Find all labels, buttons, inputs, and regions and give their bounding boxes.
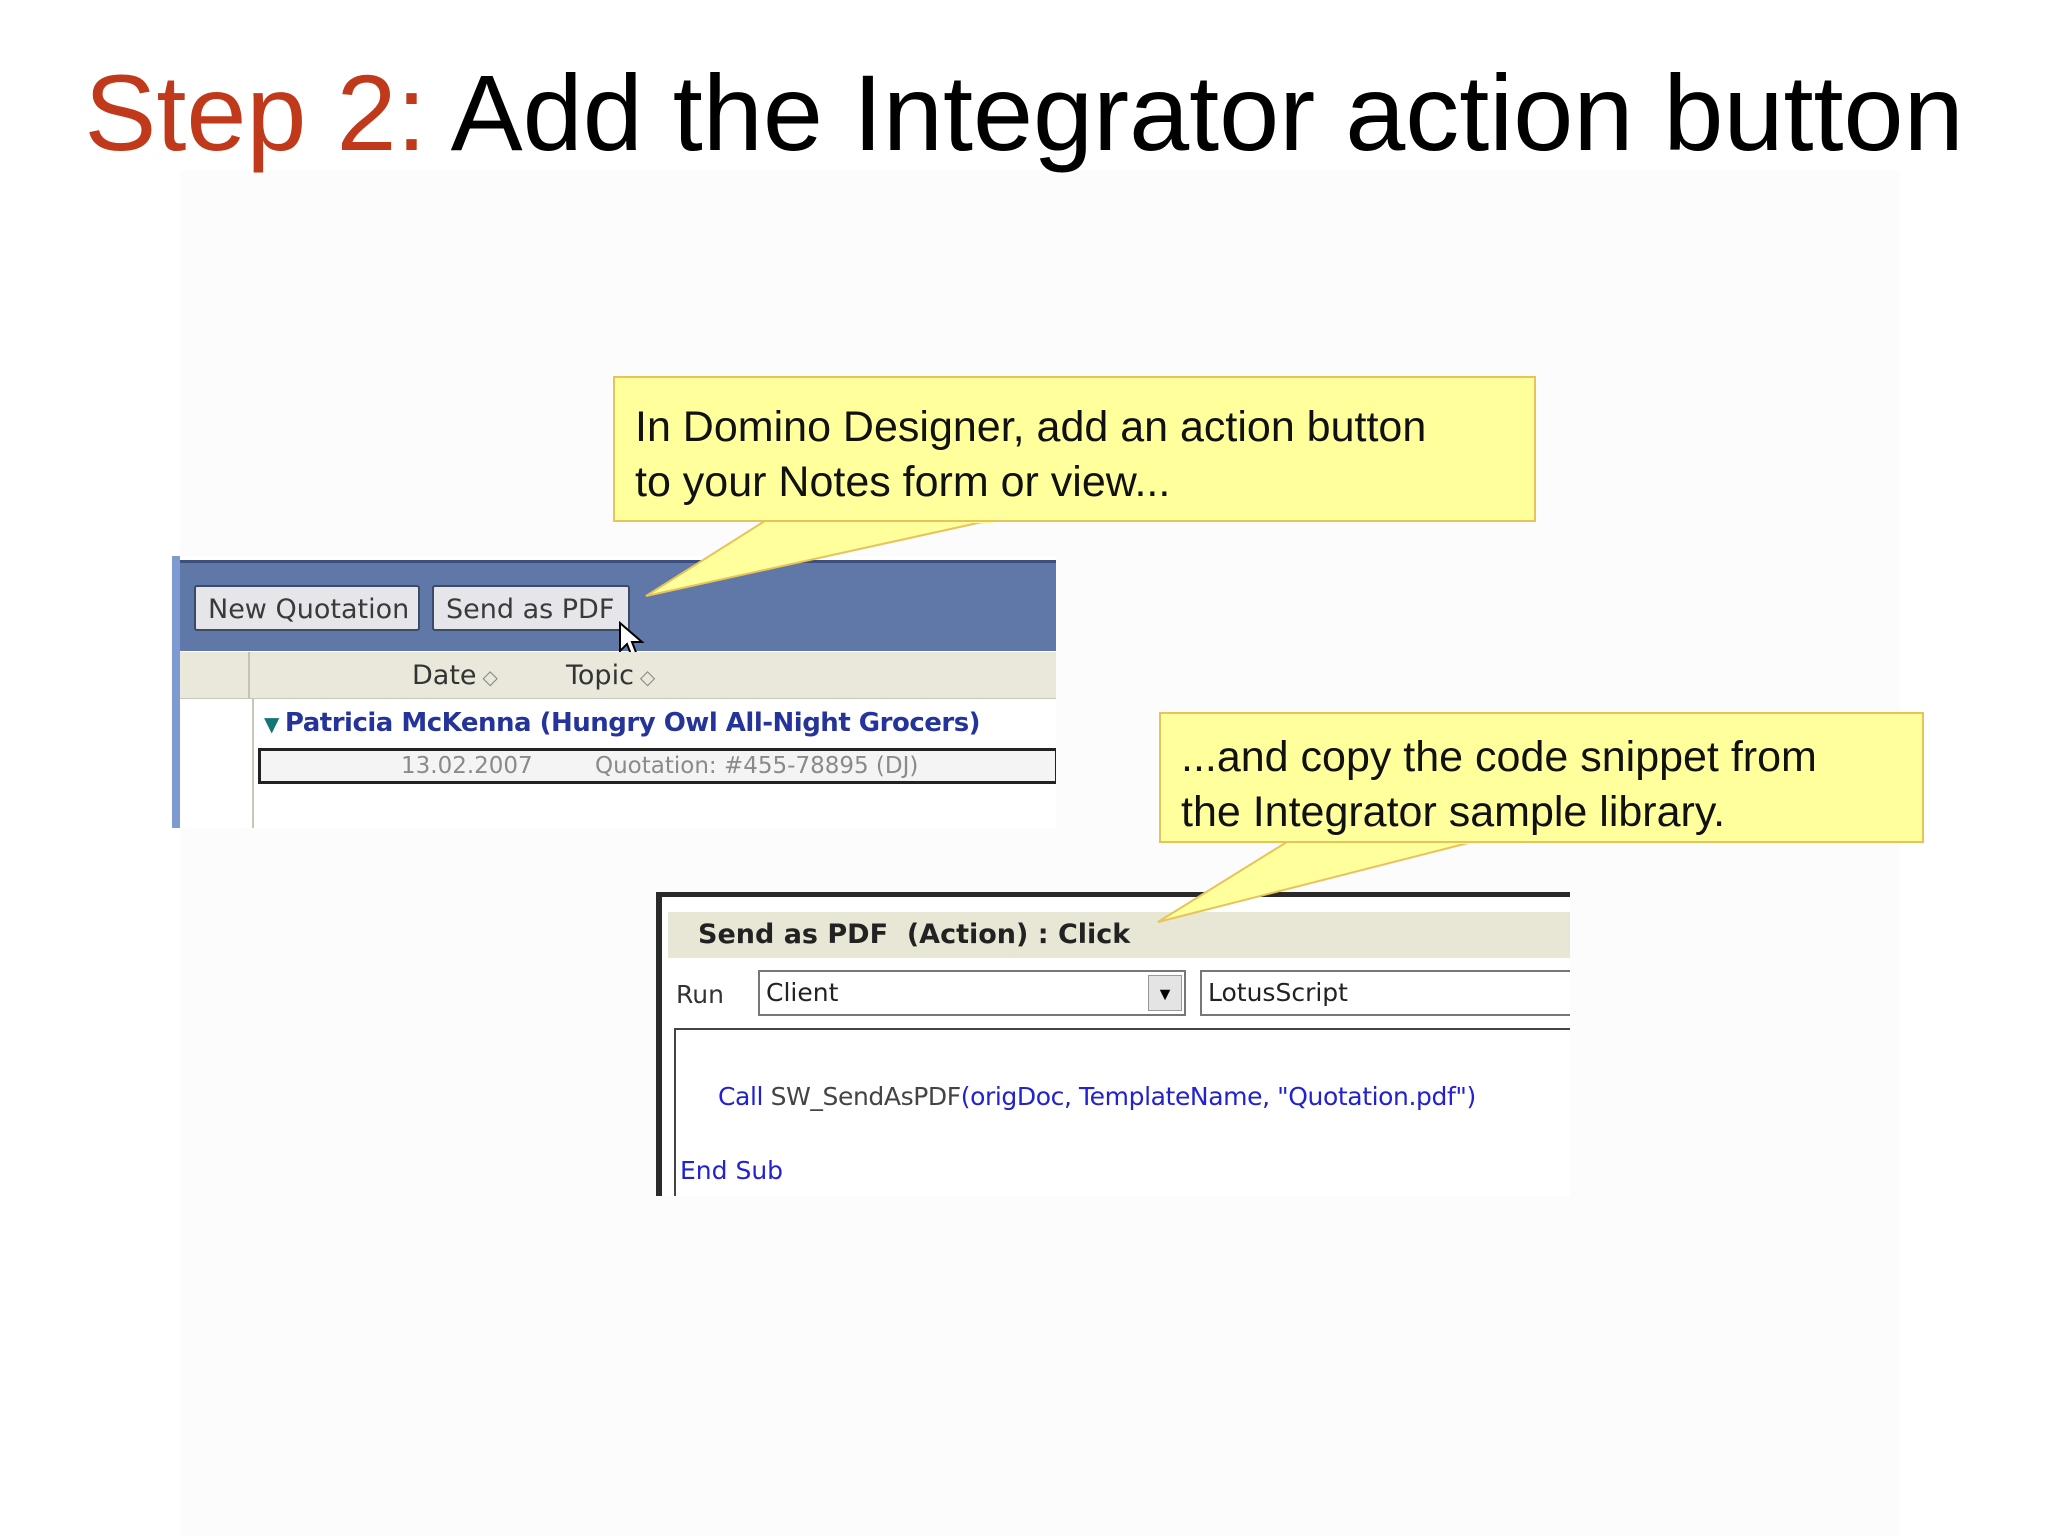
column-date-label: Date	[412, 660, 477, 691]
run-select[interactable]: Client ▼	[758, 970, 1186, 1016]
category-row[interactable]: ▼Patricia McKenna (Hungry Owl All-Night …	[264, 708, 981, 738]
sort-icon: ◇	[639, 665, 656, 689]
column-header-topic[interactable]: Topic◇	[566, 660, 655, 691]
dropdown-arrow-icon[interactable]: ▼	[1148, 975, 1182, 1011]
category-label: Patricia McKenna (Hungry Owl All-Night G…	[284, 708, 981, 738]
document-row[interactable]: 13.02.2007 Quotation: #455-78895 (DJ)	[258, 748, 1056, 784]
callout-copy-snippet: ...and copy the code snippet from the In…	[1159, 712, 1924, 843]
run-label: Run	[676, 980, 724, 1009]
margin-line	[252, 698, 254, 828]
callout-2-line2: the Integrator sample library.	[1181, 788, 1726, 836]
view-column-header: Date◇ Topic◇	[180, 652, 1056, 699]
language-select[interactable]: LotusScript	[1200, 970, 1570, 1016]
header-separator	[248, 652, 250, 698]
action-bar: New Quotation Send as PDF	[180, 560, 1056, 659]
slide-background	[180, 170, 1900, 1536]
callout-2-line1: ...and copy the code snippet from	[1181, 733, 1817, 781]
title-text: Add the Integrator action button	[450, 52, 1964, 173]
frame-left-border	[656, 892, 662, 1196]
column-header-date[interactable]: Date◇	[412, 660, 498, 691]
code-function-args: (origDoc, TemplateName, "Quotation.pdf")	[960, 1082, 1477, 1111]
code-keyword-call: Call	[718, 1082, 764, 1111]
run-select-value: Client	[766, 978, 839, 1007]
callout-1-line1: In Domino Designer, add an action button	[635, 403, 1427, 451]
callout-1-line2: to your Notes form or view...	[635, 458, 1171, 506]
sort-icon: ◇	[482, 665, 498, 689]
notes-view-screenshot: New Quotation Send as PDF Date◇ Topic◇ ▼…	[172, 556, 1056, 828]
send-as-pdf-button[interactable]: Send as PDF	[432, 585, 630, 631]
language-value: LotusScript	[1208, 978, 1348, 1007]
designer-code-screenshot: Send as PDF (Action) : Click Run Client …	[656, 892, 1570, 1196]
slide-title: Step 2: Add the Integrator action button	[0, 48, 2048, 178]
code-function-name: SW_SendAsPDF	[763, 1082, 962, 1111]
column-topic-label: Topic	[566, 660, 634, 691]
new-quotation-button[interactable]: New Quotation	[194, 585, 420, 631]
step-label: Step 2:	[84, 52, 427, 173]
code-line-call: Call SW_SendAsPDF(origDoc, TemplateName,…	[718, 1082, 1476, 1111]
callout-add-action-button: In Domino Designer, add an action button…	[613, 376, 1536, 522]
code-line-end-sub: End Sub	[680, 1156, 784, 1185]
document-topic: Quotation: #455-78895 (DJ)	[595, 753, 919, 779]
view-left-bar	[172, 556, 180, 828]
document-date: 13.02.2007	[401, 753, 533, 779]
expand-twisty-icon[interactable]: ▼	[264, 712, 279, 736]
frame-top-border	[656, 892, 1570, 897]
code-editor[interactable]: Call SW_SendAsPDF(origDoc, TemplateName,…	[674, 1028, 1570, 1196]
action-event-title: Send as PDF (Action) : Click	[668, 912, 1570, 958]
